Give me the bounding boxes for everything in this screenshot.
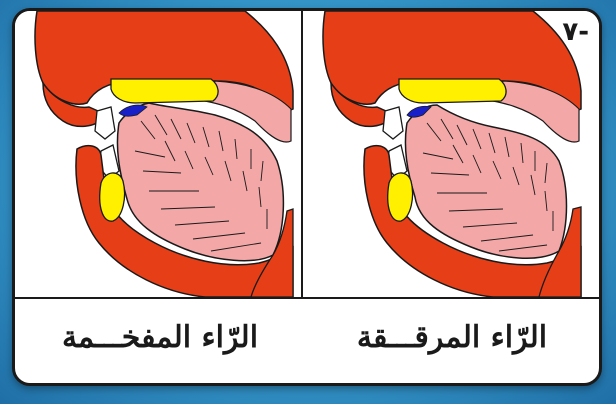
diagram-light-ra — [303, 11, 599, 297]
caption-heavy-ra: الرّاء المفخـــمة — [15, 311, 305, 365]
horizontal-divider — [15, 297, 602, 299]
jaw-bone — [388, 173, 413, 221]
upper-teeth — [383, 107, 403, 139]
figure-card: -٧ الرّاء المفخـــمة الرّاء المرقـــقة — [12, 8, 602, 386]
upper-teeth — [95, 107, 115, 139]
mouth-cross-section-heavy — [15, 11, 301, 297]
hard-palate — [399, 79, 506, 103]
hard-palate — [111, 79, 218, 103]
jaw-bone — [100, 173, 125, 221]
figure-number: -٧ — [562, 17, 589, 47]
mouth-cross-section-light — [303, 11, 599, 297]
diagram-heavy-ra — [15, 11, 303, 297]
caption-light-ra: الرّاء المرقـــقة — [305, 311, 599, 365]
